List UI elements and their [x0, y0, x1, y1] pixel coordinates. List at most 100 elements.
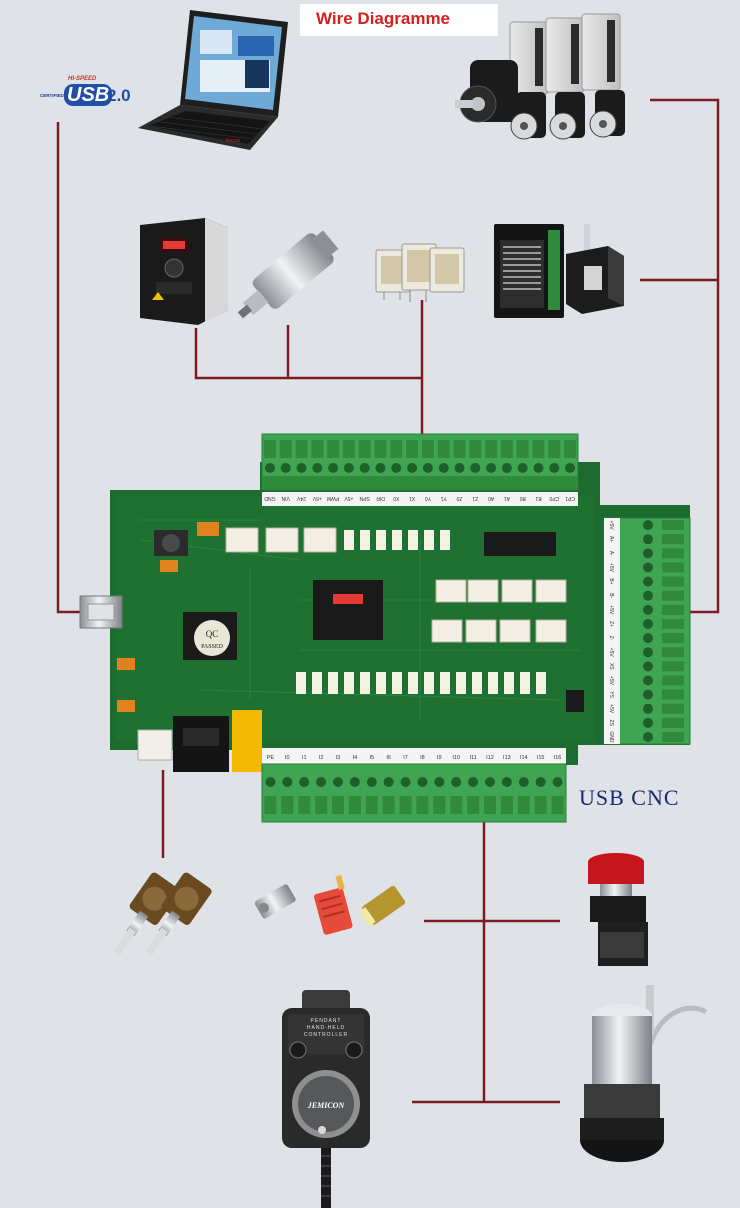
top-terminal-label: +5V [312, 495, 322, 501]
limit-switches [254, 874, 406, 935]
pendant-handwheel: PENDANT HAND-HELD CONTROLLER JEMICON [282, 990, 370, 1208]
terminal-slot [662, 717, 684, 728]
terminal-slot [662, 534, 684, 545]
bottom-terminal-label: I12 [486, 755, 494, 761]
top-terminal-label: PWM [327, 495, 339, 501]
terminal-screw [264, 463, 275, 473]
terminal-screw [517, 463, 528, 473]
terminal-slot [662, 731, 684, 742]
terminal-screw [643, 661, 653, 672]
top-terminal-label: CP0 [549, 495, 559, 501]
right-terminal-label: A+ [608, 536, 614, 542]
terminal-slot [467, 796, 480, 814]
terminal-slot [264, 796, 277, 814]
terminal-slot [662, 590, 684, 601]
terminal-slot [365, 796, 378, 814]
top-terminal-label: Z1 [472, 495, 478, 501]
right-terminal-label: ZS [608, 720, 614, 727]
terminal-slot [500, 796, 513, 814]
terminal-screw [643, 520, 653, 531]
terminal-slot [263, 440, 276, 458]
terminal-screw [400, 777, 411, 787]
terminal-slot [450, 796, 463, 814]
terminal-screw [438, 463, 449, 473]
terminal-screw [383, 777, 394, 787]
terminal-screw [643, 618, 653, 629]
top-terminal-label: GND [264, 495, 276, 501]
stepper-motor [566, 224, 624, 314]
wire-vfd-spindle-relay-bus [194, 300, 424, 434]
cnc-controller-board: QC PASSED [79, 433, 691, 823]
fpga-chip [313, 580, 383, 640]
right-terminal-label: +5V [608, 521, 614, 531]
bottom-terminal-label: I3 [336, 755, 341, 761]
relays [375, 243, 465, 302]
terminal-screw [366, 777, 377, 787]
terminal-slot [342, 440, 355, 458]
chip-stamp-qc: QC [206, 629, 219, 639]
servo-drives-and-motors [455, 13, 625, 140]
terminal-screw [316, 777, 327, 787]
top-terminal-label: CP1 [565, 495, 575, 501]
top-terminal-label: Y1 [440, 495, 446, 501]
right-terminal-label: +5V [608, 648, 614, 658]
terminal-screw [349, 777, 360, 787]
usb-logo-word: USB [64, 84, 113, 106]
top-terminal-label: B1 [535, 495, 541, 501]
terminal-screw [485, 777, 495, 787]
terminal-screw [451, 777, 462, 787]
servo-drive [545, 17, 585, 93]
laptop-brand: Nexus [226, 138, 241, 144]
right-terminal-label: A- [608, 551, 614, 556]
terminal-screw [643, 562, 653, 573]
spindle-motor [237, 230, 339, 319]
terminal-screw [280, 463, 291, 473]
bottom-terminal-label: I7 [403, 755, 408, 761]
terminal-screw [535, 777, 546, 787]
terminal-slot [662, 548, 684, 559]
servo-motor [549, 92, 585, 140]
wire-usb-to-board [56, 122, 82, 614]
terminal-slot [564, 440, 577, 458]
terminal-screw [533, 463, 544, 473]
rj45-port [173, 716, 229, 772]
terminal-slot [390, 440, 403, 458]
terminal-screw [417, 777, 428, 787]
terminal-slot [406, 440, 419, 458]
dip-ic [484, 532, 556, 556]
top-terminal-label: VIN [281, 495, 290, 501]
right-terminal-label: B+ [608, 578, 614, 584]
terminal-screw [552, 777, 563, 787]
terminal-screw [565, 463, 576, 473]
bottom-terminal-label: I0 [285, 755, 290, 761]
terminal-screw [643, 576, 653, 587]
terminal-slot [281, 796, 294, 814]
right-terminal-label: +5V [608, 704, 614, 714]
pendant-line3: CONTROLLER [304, 1032, 348, 1038]
terminal-slot [279, 440, 292, 458]
bottom-terminal-label: I9 [437, 755, 442, 761]
top-terminal-label: X1 [409, 495, 415, 501]
right-terminal-label: XS [608, 663, 614, 670]
top-terminal-label: Z0 [456, 495, 462, 501]
terminal-screw [468, 777, 479, 787]
terminal-screw [643, 647, 653, 658]
terminal-slot [548, 440, 561, 458]
proximity-sensor [358, 885, 406, 927]
title-background [300, 4, 498, 36]
terminal-screw [470, 463, 481, 473]
servo-drive [581, 13, 621, 91]
right-terminal-label: Z- [608, 636, 614, 641]
optocouplers [225, 527, 567, 643]
laptop: Nexus [138, 10, 288, 150]
right-terminal-label: Z+ [608, 621, 614, 627]
pendant-line1: PENDANT [311, 1018, 342, 1024]
terminal-slot [662, 604, 684, 615]
terminal-slot [500, 440, 513, 458]
bottom-terminal-label: I4 [353, 755, 358, 761]
top-terminal-label: B0 [519, 495, 525, 501]
terminal-screw [643, 633, 653, 644]
